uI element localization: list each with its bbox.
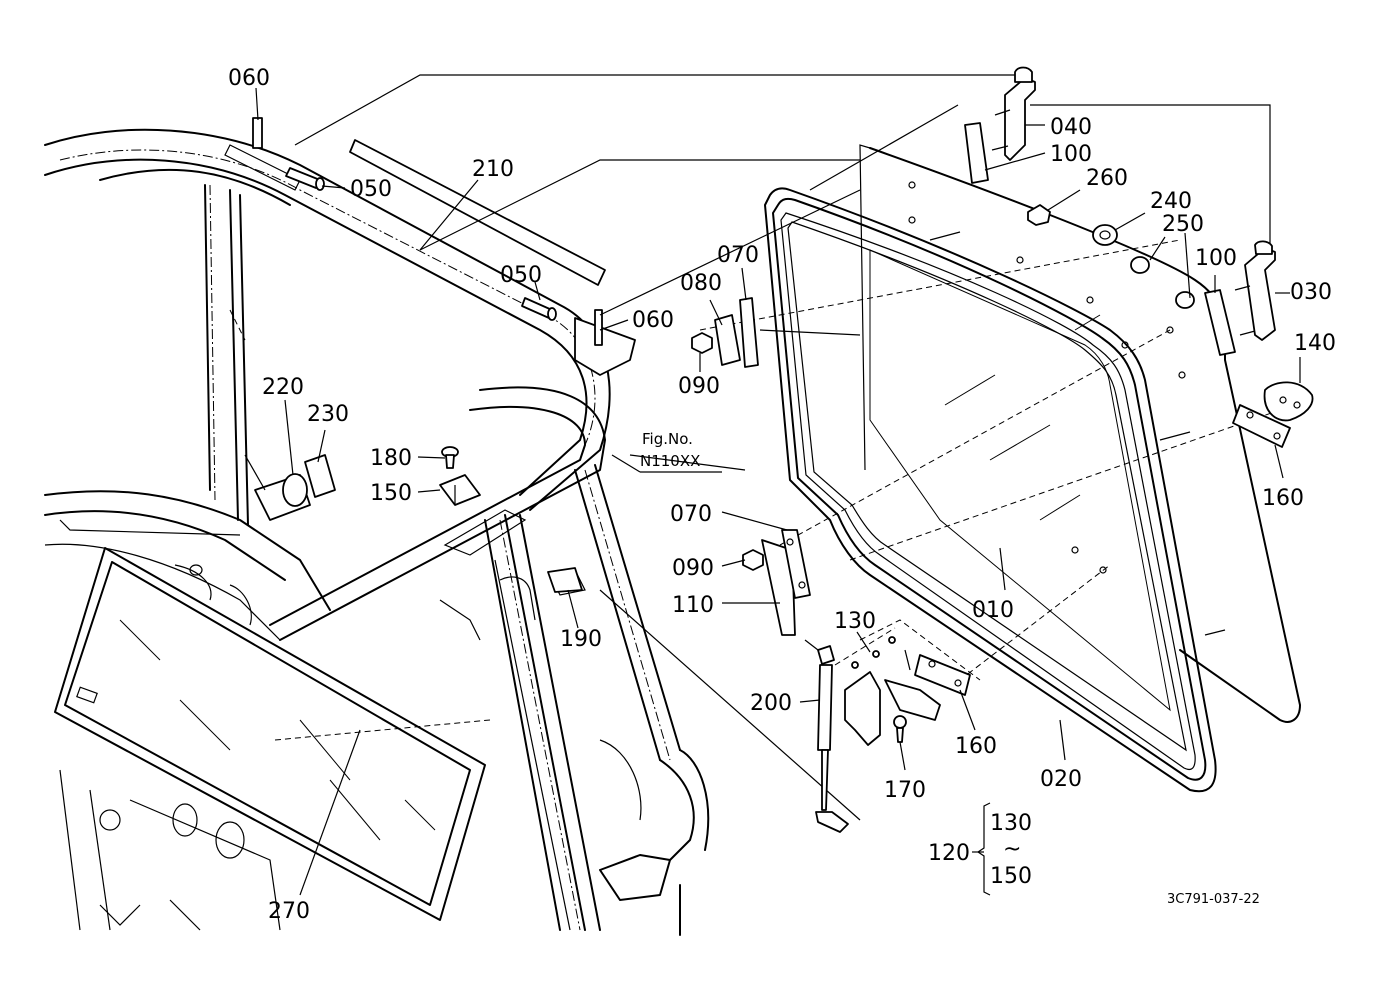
- bolt-050-mid: [521, 297, 557, 321]
- label-080: 080: [680, 271, 722, 296]
- label-180: 180: [370, 446, 412, 471]
- label-010: 010: [972, 598, 1014, 623]
- label-range-tilde: ~: [1003, 837, 1021, 862]
- label-090-mid: 090: [672, 556, 714, 581]
- cover-140: [1263, 381, 1314, 422]
- bushing-250b: [1175, 291, 1195, 309]
- label-160-bottom: 160: [955, 734, 997, 759]
- bushing-250a: [1130, 256, 1150, 274]
- label-100-right: 100: [1195, 246, 1237, 271]
- label-040: 040: [1050, 115, 1092, 140]
- label-260: 260: [1086, 166, 1128, 191]
- nut-260: [1027, 204, 1051, 226]
- bar-210: [349, 139, 606, 286]
- label-270: 270: [268, 899, 310, 924]
- label-020: 020: [1040, 767, 1082, 792]
- label-070-mid: 070: [670, 502, 712, 527]
- label-130: 130: [834, 609, 876, 634]
- label-210: 210: [472, 157, 514, 182]
- label-leaders: [255, 87, 1301, 896]
- label-range-top: 130: [990, 811, 1032, 836]
- label-100-top: 100: [1050, 142, 1092, 167]
- label-050-top: 050: [350, 177, 392, 202]
- label-070-top: 070: [717, 243, 759, 268]
- door-sheet: [859, 144, 1301, 723]
- latch-130: [834, 627, 941, 746]
- label-140: 140: [1294, 331, 1336, 356]
- block-150: [439, 474, 481, 506]
- label-030: 030: [1290, 280, 1332, 305]
- label-060-mid: 060: [632, 308, 674, 333]
- plate-070-mid: [781, 529, 811, 599]
- cab-frame: [44, 128, 710, 936]
- label-120: 120: [928, 841, 970, 866]
- label-250: 250: [1162, 212, 1204, 237]
- hinge-040: [991, 66, 1036, 161]
- plate-160-right: [1232, 404, 1291, 448]
- bolt-050-top: [285, 167, 325, 191]
- fig-reference: Fig.No. N110XX: [611, 430, 722, 473]
- screw-170: [893, 715, 907, 743]
- label-060-top: 060: [228, 66, 270, 91]
- gas-strut-200: [804, 639, 849, 833]
- label-110: 110: [672, 593, 714, 618]
- label-090-top: 090: [678, 374, 720, 399]
- drawing-code: 3C791-037-22: [1167, 892, 1260, 907]
- label-050-mid: 050: [500, 263, 542, 288]
- leader-lines: [229, 74, 1281, 821]
- pin-060-mid: [574, 309, 636, 376]
- plate-100-top: [964, 122, 989, 184]
- screw-180: [441, 446, 459, 469]
- bushing-240: [1092, 224, 1118, 246]
- plate-100-right: [1204, 289, 1236, 356]
- label-range-bottom: 150: [990, 864, 1032, 889]
- plate-160-bottom: [914, 654, 971, 696]
- label-240: 240: [1150, 189, 1192, 214]
- plate-080: [714, 314, 741, 366]
- label-190: 190: [560, 627, 602, 652]
- label-150: 150: [370, 481, 412, 506]
- cover-230: [304, 454, 336, 498]
- rear-glass-270: [54, 547, 491, 921]
- label-220: 220: [262, 375, 304, 400]
- nut-090-top: [691, 332, 713, 354]
- hinge-030: [1234, 240, 1276, 341]
- striker-220: [244, 454, 311, 521]
- nut-090-mid: [742, 549, 764, 571]
- label-230: 230: [307, 402, 349, 427]
- fig-ref-line2: N110XX: [640, 452, 700, 470]
- part-labels: 060 050 210 050 060 040 100 260 240 250 …: [228, 66, 1336, 924]
- door-frame-020: [764, 187, 1217, 793]
- plate-070-top: [739, 297, 759, 368]
- pin-060-top: [224, 117, 301, 191]
- label-160-right: 160: [1262, 486, 1304, 511]
- range-bracket-120: [972, 802, 991, 896]
- label-200: 200: [750, 691, 792, 716]
- bracket-190: [547, 567, 583, 593]
- fig-ref-line1: Fig.No.: [642, 430, 693, 448]
- label-170: 170: [884, 778, 926, 803]
